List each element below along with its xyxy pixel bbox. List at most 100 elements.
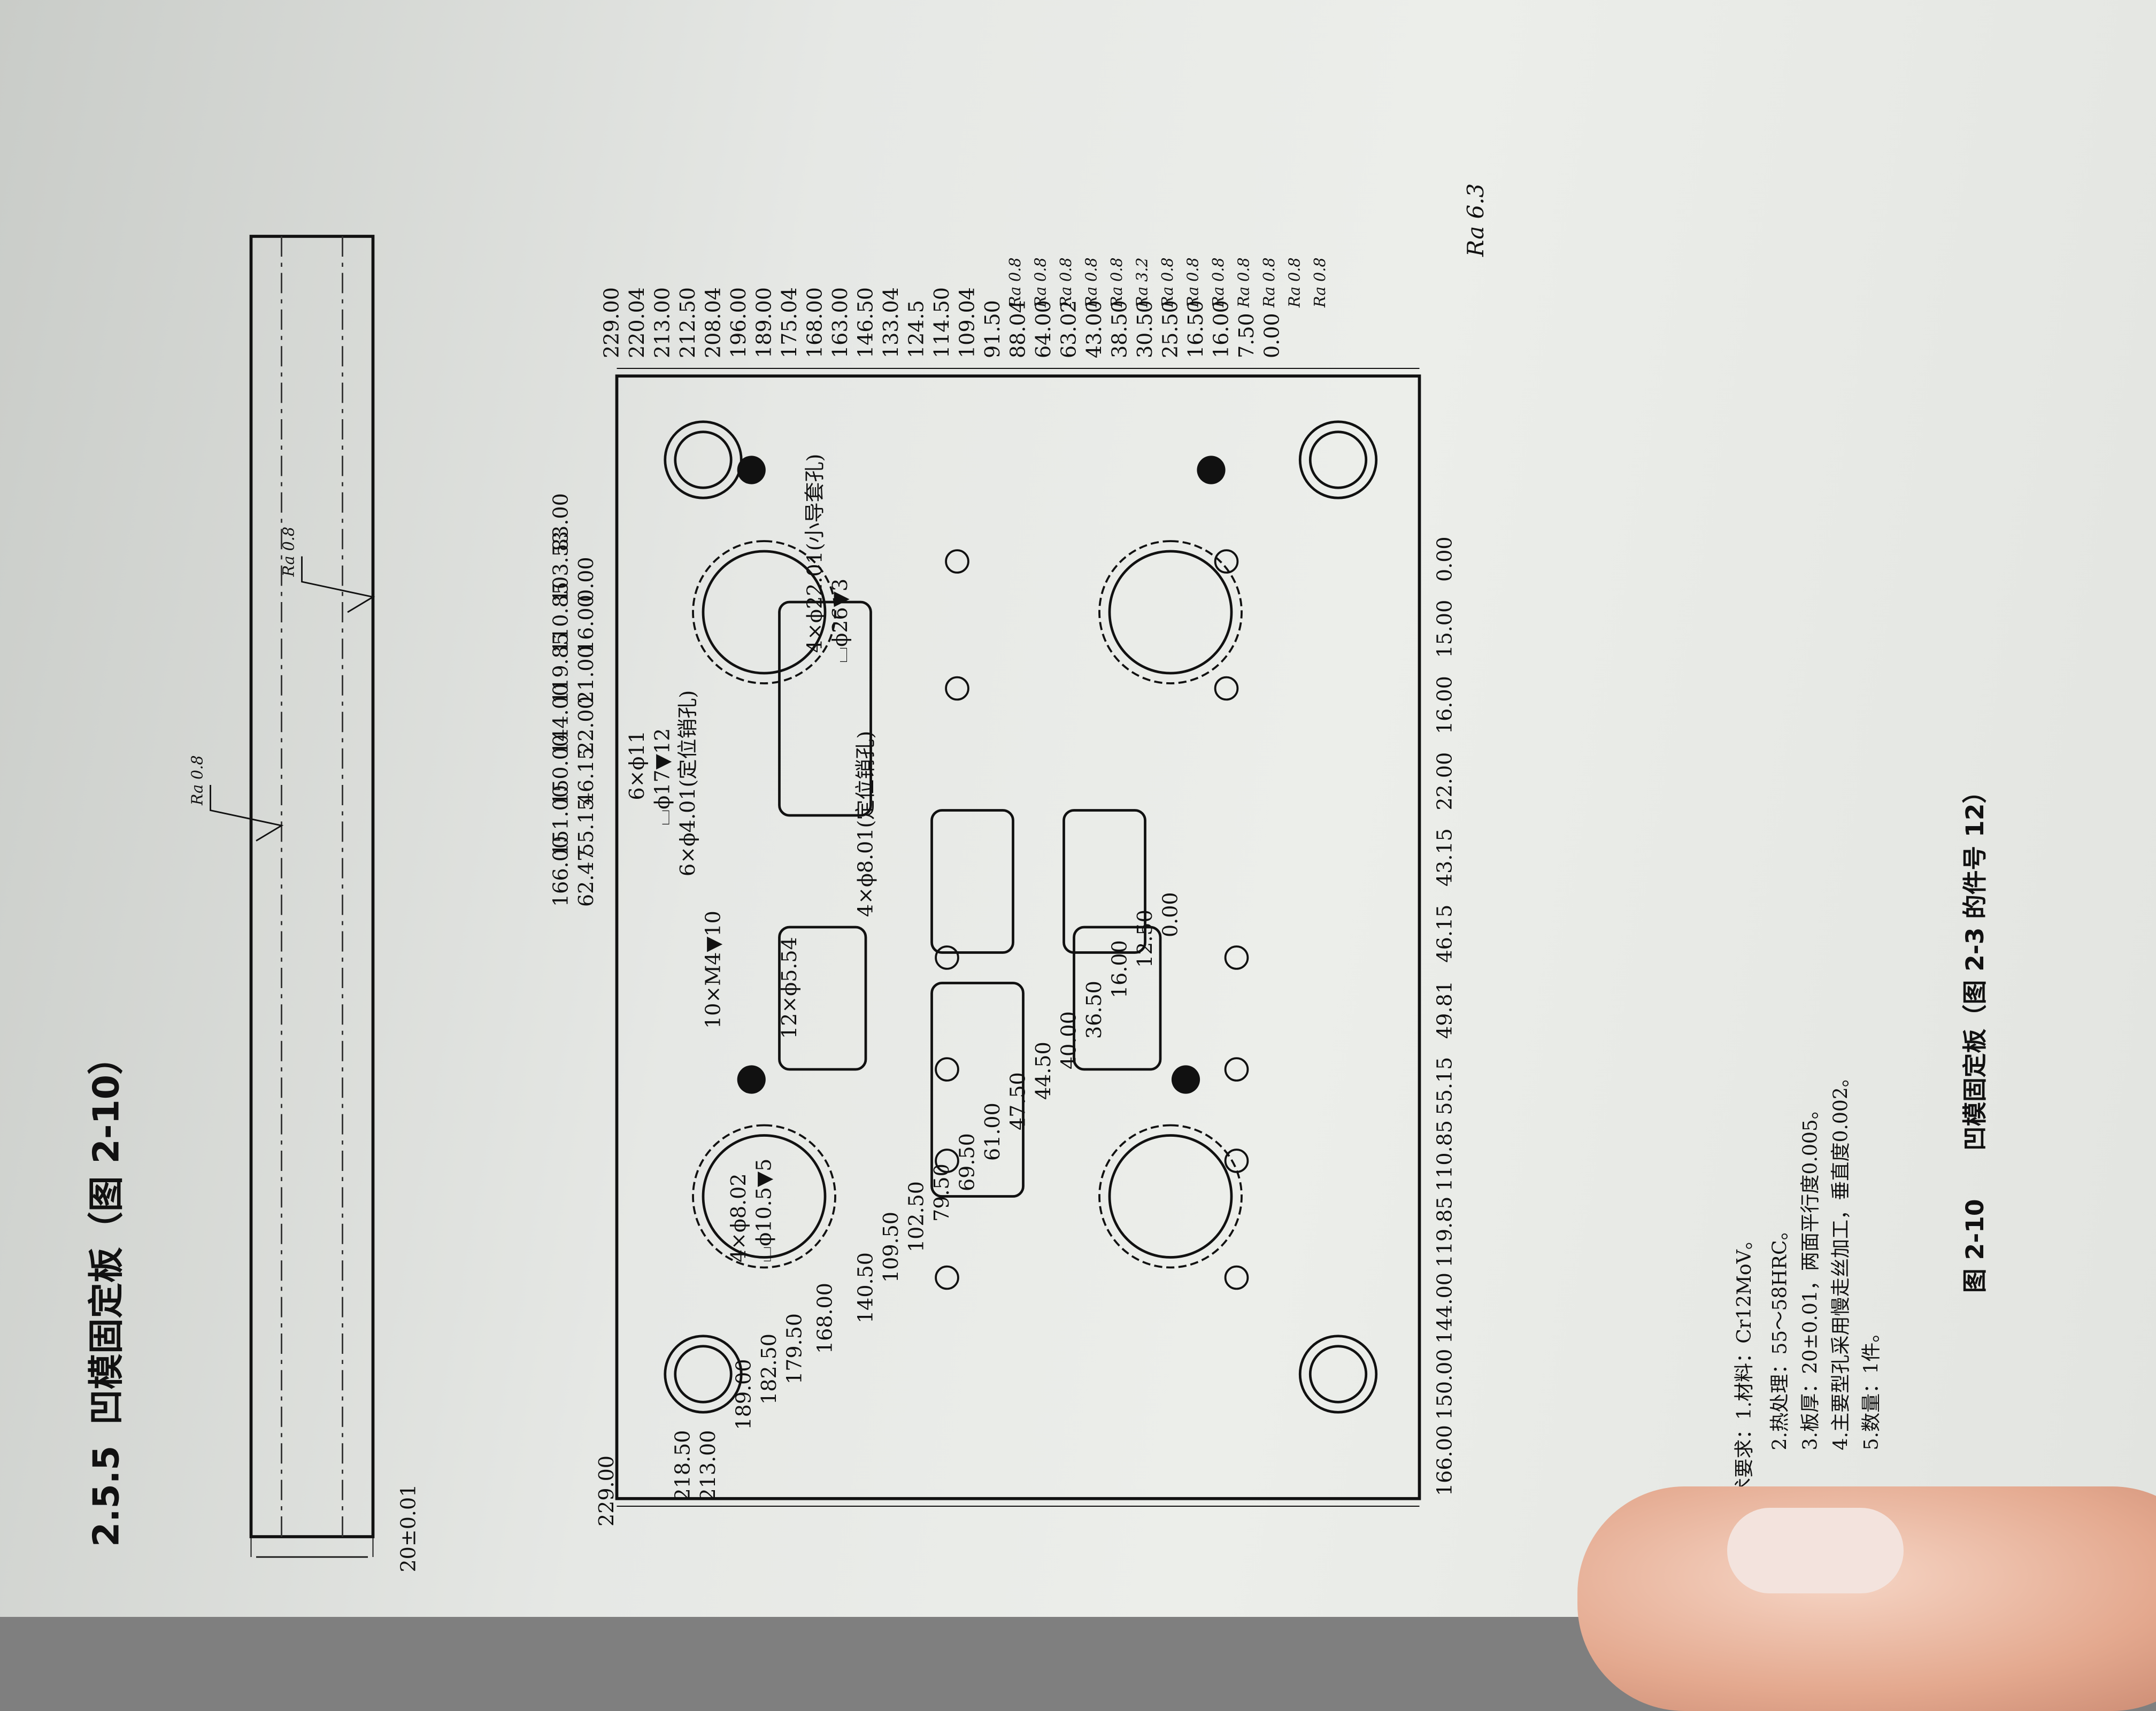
paper-sheet [0,0,2156,1617]
callout: 6×ϕ11 [625,730,649,800]
y-label: 196.00 [727,287,751,358]
roughness-mark: Ra 0.8 [1235,257,1253,307]
roughness-symbol [301,556,375,613]
note-line: 4.主要型孔采用慢走丝加工，垂直度0.002。 [1829,1068,1852,1451]
y-label: 69.50 [956,1133,979,1191]
y-label: 124.5 [905,300,928,358]
counterbore-outlines [692,540,1243,1269]
y-label: 79.50 [930,1163,954,1222]
x-label: 62.47 [574,849,598,907]
y-label: 229.00 [600,287,623,358]
y-label: 16.00 [1210,300,1233,358]
thumbnail [1727,1508,1904,1593]
callout: 4×ϕ8.02 [727,1173,751,1262]
y-label: 40.00 [1057,1011,1081,1069]
y-label: 229.00 [595,1455,619,1527]
x-label: 110.85 [1433,1120,1457,1191]
y-label: 44.50 [1031,1042,1056,1100]
y-label: 182.50 [757,1334,781,1405]
x-label: 55.15 [574,798,598,856]
callout: 6×ϕ4.01(定位销孔) [676,690,700,876]
y-label: 189.00 [752,287,776,358]
y-label: 208.04 [702,287,725,358]
x-label: 16.00 [574,595,598,653]
y-label: 168.00 [803,287,827,358]
plate-outline [615,374,1421,1500]
y-label: 25.50 [1159,300,1182,358]
y-label: 163.00 [828,287,852,358]
y-label: 64.00 [1031,300,1056,358]
y-label: 7.50 [1235,313,1259,358]
note-line: 5.数量：1件。 [1860,1323,1882,1451]
general-roughness: Ra 6.3 [1463,183,1489,257]
y-label: 140.50 [854,1252,877,1323]
x-label: 15.00 [1433,599,1457,658]
y-label: 179.50 [783,1313,806,1384]
y-label: 30.50 [1133,300,1157,358]
x-label: 46.15 [1433,904,1457,963]
side-view-outline [249,235,375,1538]
roughness-mark: Ra 0.8 [1057,257,1075,307]
roughness-mark: Ra 0.8 [1006,257,1025,307]
x-label: 166.00 [1433,1425,1457,1496]
callout: 4×ϕ8.01(定位销孔) [854,730,877,917]
roughness-mark: Ra 0.8 [1031,257,1050,307]
x-label: 46.15 [574,747,598,805]
roughness-mark: Ra 0.8 [1184,257,1202,307]
note-line: 技术要求：1.材料：Cr12MoV。 [1732,1230,1755,1516]
callout: 10×M4▼10 [702,911,725,1029]
roughness-mark: Ra 0.8 [1311,257,1329,307]
x-label: 0.00 [1433,536,1457,582]
y-label: 114.50 [930,287,954,358]
y-label: 0.00 [1260,313,1284,358]
x-label: 119.85 [1433,1196,1457,1268]
y-label: 133.04 [879,287,903,358]
roughness-mark: Ra 0.8 [1159,257,1177,307]
small-holes [935,549,1249,1290]
y-label: 36.50 [1082,981,1106,1039]
y-label: 102.50 [905,1181,928,1252]
y-label: 61.00 [981,1103,1005,1161]
note-line: 3.板厚：20±0.01，两面平行度0.005。 [1799,1100,1821,1451]
roughness-mark: Ra 0.8 [1260,257,1279,307]
y-label: 12.50 [1133,910,1157,968]
x-label: 55.15 [1433,1057,1457,1115]
y-label: 213.00 [696,1430,720,1501]
book-page: 2.5.5 凹模固定板（图 2-10） 20±0.01 Ra 0.8 Ra 0.… [43,53,2095,1577]
plan-view-drawing [615,368,1421,1507]
y-label: 220.04 [625,287,649,358]
x-label: 43.15 [1433,828,1457,887]
figure-number: 图 2-10 [1961,1199,1990,1293]
y-label: 43.00 [1082,300,1106,358]
x-label: 0.00 [574,557,598,602]
x-label: 144.00 [1433,1273,1457,1344]
y-label: 63.02 [1057,300,1081,358]
y-label: 146.50 [854,287,877,358]
callout: ⌴ϕ17▼12 [651,728,674,826]
y-label: 109.04 [956,287,979,358]
roughness-mark: Ra 3.2 [1133,257,1151,307]
callout: ⌴ϕ10.5▼5 [752,1158,776,1262]
y-label: 168.00 [813,1283,837,1354]
y-label: 91.50 [981,300,1005,358]
x-label: 49.81 [1433,981,1457,1039]
roughness-mark: Ra 0.8 [1210,257,1228,307]
y-label: 88.04 [1006,300,1030,358]
roughness-mark: Ra 0.8 [1082,257,1100,307]
y-label: 16.50 [1184,300,1208,358]
dowel-pins [737,456,1226,1094]
large-holes [702,550,1233,1259]
y-label: 109.50 [879,1212,903,1283]
roughness-symbol [210,785,284,842]
x-label: 150.00 [1433,1348,1457,1420]
x-label: 21.00 [574,645,598,704]
y-label: 16.00 [1108,940,1131,998]
x-label: 22.00 [574,696,598,754]
y-label: 38.50 [1108,300,1131,358]
callout: 4×ϕ22.01(小导套孔) [803,453,827,653]
x-label: 16.00 [1433,676,1457,734]
side-view-drawing [210,235,375,1558]
y-label: 212.50 [676,287,700,358]
x-label: 22.00 [1433,752,1457,811]
